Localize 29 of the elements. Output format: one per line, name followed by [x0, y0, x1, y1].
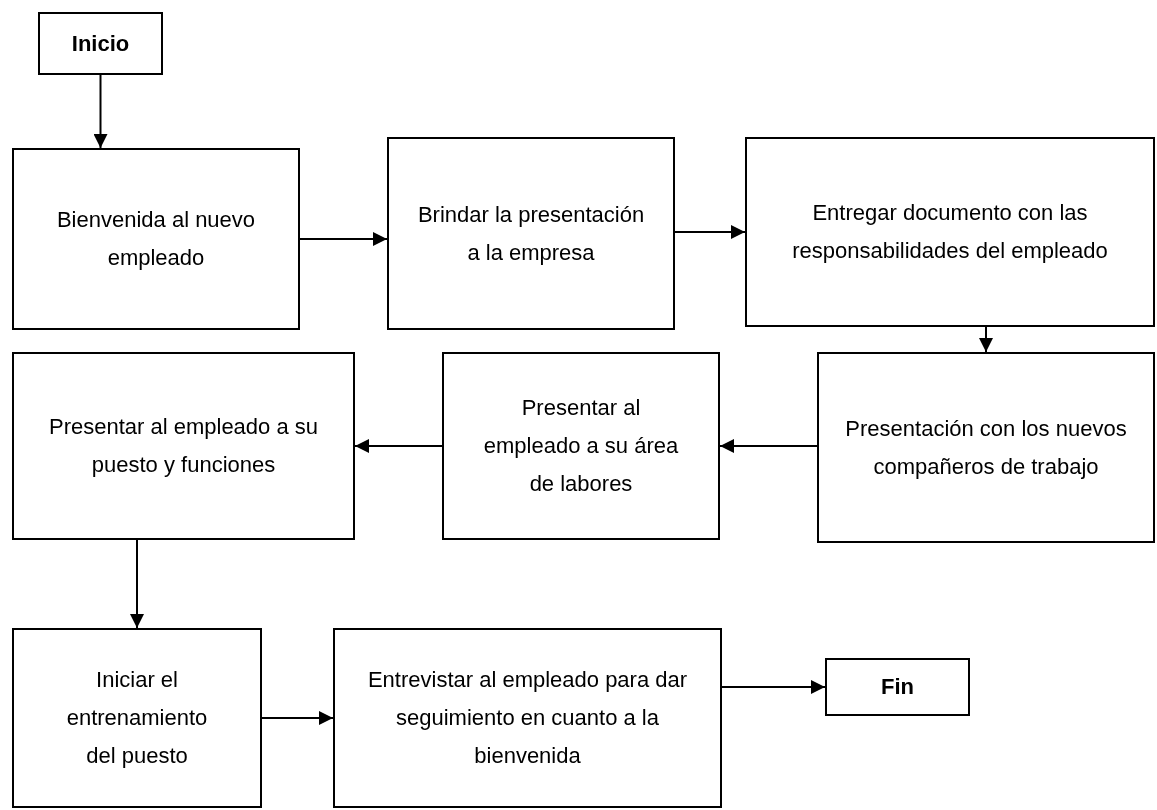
step-label: Entrevistar al empleado para dar seguimiento en cuanto a la bienvenida — [366, 666, 689, 770]
step-label: Inicio — [71, 29, 130, 58]
arrow — [979, 326, 993, 353]
step-label: Presentar al empleado a su área de labores — [482, 394, 680, 498]
step-label: Brindar la presentación a la empresa — [416, 200, 646, 267]
step-label: Iniciar el entrenamiento del puesto — [65, 666, 209, 770]
process-box — [442, 352, 720, 540]
arrow — [674, 225, 746, 239]
process-box — [745, 137, 1155, 327]
step-label: Bienvenida al nuevo empleado — [56, 206, 256, 272]
process-box — [817, 352, 1155, 543]
arrow — [354, 439, 443, 453]
step-label: Fin — [881, 673, 914, 701]
terminal-box — [825, 658, 970, 716]
process-box — [12, 628, 262, 808]
step-label: Presentación con los nuevos compañeros de trabajo — [844, 414, 1128, 481]
terminal-box — [38, 12, 163, 75]
process-box — [333, 628, 722, 808]
process-box — [12, 148, 300, 330]
process-box — [12, 352, 355, 540]
step-label: Presentar al empleado a su puesto y funciones — [47, 413, 320, 479]
arrow — [93, 74, 108, 149]
arrow — [261, 711, 334, 725]
arrow — [721, 680, 826, 694]
step-label: Entregar documento con las responsabilidades del empleado — [791, 199, 1109, 265]
process-box — [387, 137, 675, 330]
arrow — [130, 539, 144, 629]
arrow — [299, 232, 388, 246]
arrow — [719, 439, 818, 453]
